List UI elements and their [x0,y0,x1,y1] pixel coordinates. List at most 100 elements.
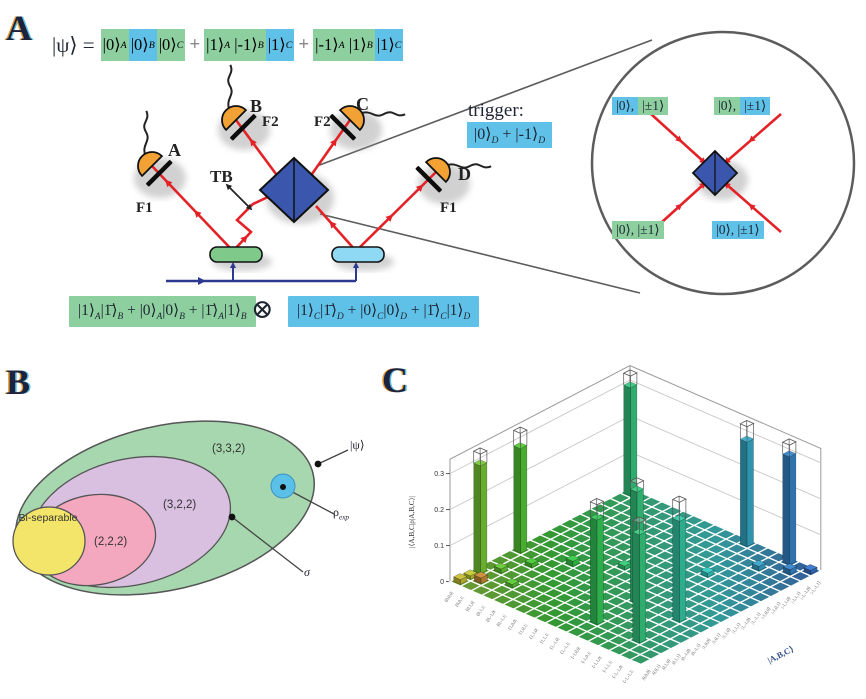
row-tick-label: ⟨0,0,0| [443,591,455,604]
ket: |1⟩B [346,29,375,61]
col-tick-label: |0,1,1⟩ [671,653,683,666]
filter-bar [146,160,173,187]
row-tick-label: ⟨0,-1,0| [485,609,498,624]
bar-top [493,562,509,570]
bar-top [803,564,818,571]
inset-state-segment: |0⟩, [612,97,639,115]
ket-subscript: B [257,39,264,51]
bar-top [504,578,520,585]
detector-dome [424,157,451,184]
delay-label: TB [210,167,233,186]
row-tick-label: ⟨-1,0,1| [580,650,593,665]
detector-dome [221,105,248,132]
col-tick-label: |-1,-1,1⟩ [809,580,823,596]
arrowhead [249,138,257,147]
bar-face-right [746,438,754,548]
row-tick-label: ⟨0,1,0| [464,600,476,613]
row-tick-label: ⟨1,-1,1| [559,641,572,656]
floor-cell [628,653,653,666]
col-tick-label: |1,1,1⟩ [731,622,743,635]
row-tick-label: ⟨1,1,0| [528,627,540,640]
crystal-green [209,246,263,263]
bar-face-left [782,453,790,566]
detector-B [221,64,257,141]
density-matrix-bar [631,516,647,644]
ket: |0⟩C [156,29,186,61]
row-tick-label: ⟨-1,0,0| [570,646,583,661]
venn-diagram [12,420,349,596]
detector-label-C: C [356,94,369,114]
venn-set-label-222: (2,2,2) [94,536,128,548]
fiber [358,111,406,117]
z-tick-label: 0.1 [434,543,444,550]
ket-subscript: A [218,312,224,323]
panel-a-label: A [6,8,32,48]
state-term-box: |-1⟩A|1⟩B|1⟩C [313,29,404,61]
ket: |-1⟩A [313,29,347,61]
bar-face-left [740,438,748,548]
pair-state-cd-box: |1⟩C|1̄⟩D + |0⟩C|0⟩D + |1̄⟩C|1⟩D [288,296,480,328]
pair-state-ab-box: |1⟩A|1̄⟩B + |0⟩A|0⟩B + |1̄⟩A|1⟩B [69,296,256,328]
density-matrix-bar [739,420,755,548]
y-axis-label: |A,B,C⟩ [766,644,795,666]
detector-label-B: B [250,96,262,116]
density-matrix-bar [622,369,638,497]
density-matrix-bar [472,447,488,575]
arrowhead [194,210,202,218]
filter-bar [329,114,356,141]
ket-subscript: A [338,39,345,51]
ket: |0⟩A [100,29,129,61]
arrowhead [748,203,756,211]
arrowhead [415,184,424,192]
sigma-state-dot [228,513,236,521]
col-tick-label: |0,0,1⟩ [651,663,663,676]
ket-subscript: B [148,39,155,51]
ket-subscript: A [224,39,231,51]
ket-subscript: B [117,312,124,323]
noise-bar [565,554,580,567]
arrowhead [675,135,683,143]
bar-top [453,573,468,581]
z-tick-label: 0 [440,579,444,586]
arrowhead [353,262,359,268]
ket-subscript: D [491,135,499,147]
ket: |1⟩A [204,29,233,61]
inset-label-top-left: |0⟩,|±1⟩ [612,97,669,115]
ket-subscript: C [176,39,184,51]
noise-bar [782,563,798,576]
beam-crystal1-to-bs-delay [232,194,271,252]
ket: |-1⟩B [232,29,266,61]
bar-face-right [480,462,488,575]
fiber [227,64,233,112]
ideal-state-dot [314,460,322,468]
bar-top [463,569,478,577]
filter-bar [415,166,442,193]
ket-subscript: A [120,39,127,51]
panel-b-label: B [6,362,31,402]
venn-set-label-biseparable: Bi-separable [18,512,78,524]
bar-face-left [623,384,631,497]
delay-double-arrow [227,185,251,209]
ket-subscript: D [538,135,546,147]
inset-label-bottom-left: |0⟩, |±1⟩ [612,221,664,239]
fiber [444,163,492,169]
fiber [143,110,149,158]
bar-top [473,571,489,579]
detector-dome [137,151,164,178]
row-tick-label: ⟨-1,-1,1| [622,669,636,685]
bar-top [751,559,766,567]
venn-set-label-332: (3,3,2) [212,443,246,455]
density-matrix-chart: 00.10.20.3|⟨A,B,C|ρ|A,B,C⟩|⟨0,0,0||0,0,0… [408,364,823,685]
row-tick-label: ⟨0,-1,1| [495,614,508,629]
bar-top [524,557,539,565]
ket-subscript: C [285,39,293,51]
detector-A [137,110,173,187]
detector-label-A: A [168,140,181,160]
row-tick-label: ⟨0,1,1| [475,604,487,617]
plus-sign: + [298,34,310,55]
bar-top [617,559,632,567]
pointer-line-psi [317,449,349,465]
density-matrix-bar [781,438,797,566]
crystal-blue [331,246,385,263]
density-matrix-bar [512,426,528,554]
